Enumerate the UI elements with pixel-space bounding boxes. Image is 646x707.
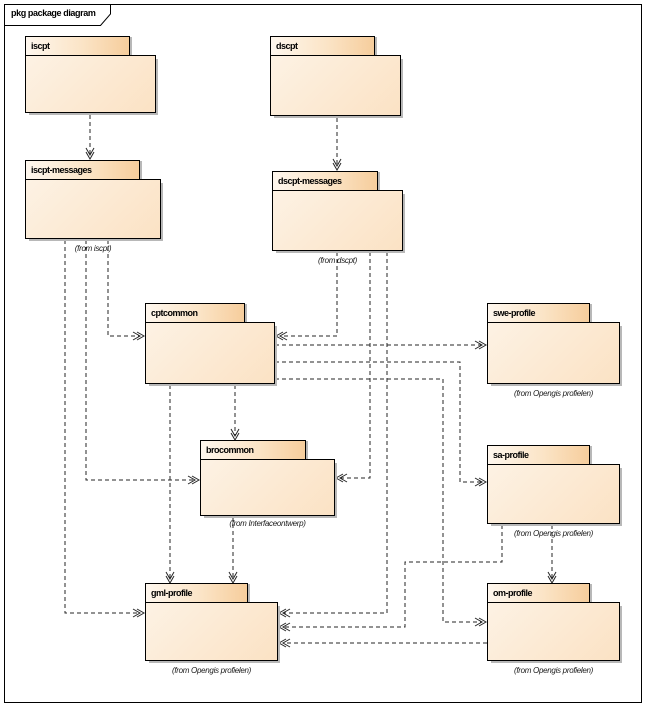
package-iscpt-messages[interactable]: iscpt-messages xyxy=(25,160,161,239)
package-sa-profile[interactable]: sa-profile xyxy=(487,445,620,524)
package-brocommon[interactable]: brocommon xyxy=(200,440,335,516)
package-body xyxy=(145,602,278,661)
package-tab: iscpt xyxy=(25,36,130,56)
package-iscpt[interactable]: iscpt xyxy=(25,36,156,113)
arrowhead-icon xyxy=(474,477,488,487)
dependency-cptcommon-to-sa-profile xyxy=(275,361,482,483)
package-annotation: (from Interfaceontwerp) xyxy=(229,519,306,528)
package-body xyxy=(25,55,156,113)
arrowhead-icon xyxy=(187,475,201,485)
dependency-dscpt-messages-to-cptcommon xyxy=(280,252,338,337)
package-name: swe-profile xyxy=(493,308,536,318)
arrowhead-icon xyxy=(332,158,342,172)
package-body xyxy=(487,602,620,661)
package-tab: iscpt-messages xyxy=(25,160,140,180)
package-tab: sa-profile xyxy=(487,445,590,465)
arrowhead-icon xyxy=(474,617,488,627)
package-dscpt[interactable]: dscpt xyxy=(270,36,401,116)
package-body xyxy=(25,179,161,239)
package-name: gml-profile xyxy=(151,588,193,598)
frame-title-tab xyxy=(4,4,111,26)
package-annotation: (from dscpt) xyxy=(317,256,358,265)
arrowhead-icon xyxy=(132,331,146,341)
dependency-iscpt-messages-to-brocommon xyxy=(85,240,195,481)
arrowhead-icon xyxy=(85,147,95,161)
package-gml-profile[interactable]: gml-profile xyxy=(145,583,278,661)
arrowhead-icon xyxy=(132,608,146,618)
arrowhead-icon xyxy=(277,638,291,648)
dependency-iscpt-messages-to-cptcommon xyxy=(107,240,140,337)
package-body xyxy=(200,459,335,516)
arrowhead-icon xyxy=(334,473,348,483)
package-name: iscpt-messages xyxy=(31,165,92,175)
arrowhead-icon xyxy=(277,608,291,618)
package-name: om-profile xyxy=(493,588,533,598)
package-tab: dscpt-messages xyxy=(272,171,378,191)
package-body xyxy=(487,464,620,524)
package-om-profile[interactable]: om-profile xyxy=(487,583,620,661)
package-tab: brocommon xyxy=(200,440,306,460)
package-annotation: (from Opengis profielen) xyxy=(171,666,252,675)
dependency-cptcommon-to-om-profile xyxy=(275,378,482,623)
package-annotation: (from Opengis profielen) xyxy=(513,529,594,538)
package-name: cptcommon xyxy=(151,308,198,318)
package-body xyxy=(145,322,275,384)
package-body xyxy=(487,322,620,384)
package-tab: cptcommon xyxy=(145,303,245,323)
package-cptcommon[interactable]: cptcommon xyxy=(145,303,275,384)
arrowhead-icon xyxy=(277,622,291,632)
dependency-dscpt-messages-to-gml-profile xyxy=(283,252,388,614)
arrowhead-icon xyxy=(274,331,288,341)
dependency-sa-profile-to-gml-profile xyxy=(283,525,503,628)
package-body xyxy=(272,190,403,251)
package-name: iscpt xyxy=(31,41,50,51)
dependency-iscpt-messages-to-gml-profile xyxy=(64,240,140,614)
diagram-frame xyxy=(4,4,642,703)
package-dscpt-messages[interactable]: dscpt-messages xyxy=(272,171,403,251)
package-swe-profile[interactable]: swe-profile xyxy=(487,303,620,384)
package-name: dscpt xyxy=(276,41,298,51)
package-tab: gml-profile xyxy=(145,583,248,603)
arrowhead-icon xyxy=(474,340,488,350)
package-name: sa-profile xyxy=(493,450,529,460)
package-body xyxy=(270,55,401,116)
package-tab: dscpt xyxy=(270,36,375,56)
package-annotation: (from Opengis profielen) xyxy=(513,389,594,398)
package-annotation: (from Opengis profielen) xyxy=(513,666,594,675)
package-tab: swe-profile xyxy=(487,303,590,323)
package-tab: om-profile xyxy=(487,583,590,603)
dependency-dscpt-messages-to-brocommon xyxy=(340,252,371,479)
frame-title: pkg package diagram xyxy=(11,8,96,18)
package-annotation: (from iscpt) xyxy=(74,244,112,253)
package-name: dscpt-messages xyxy=(278,176,342,186)
package-name: brocommon xyxy=(206,445,254,455)
